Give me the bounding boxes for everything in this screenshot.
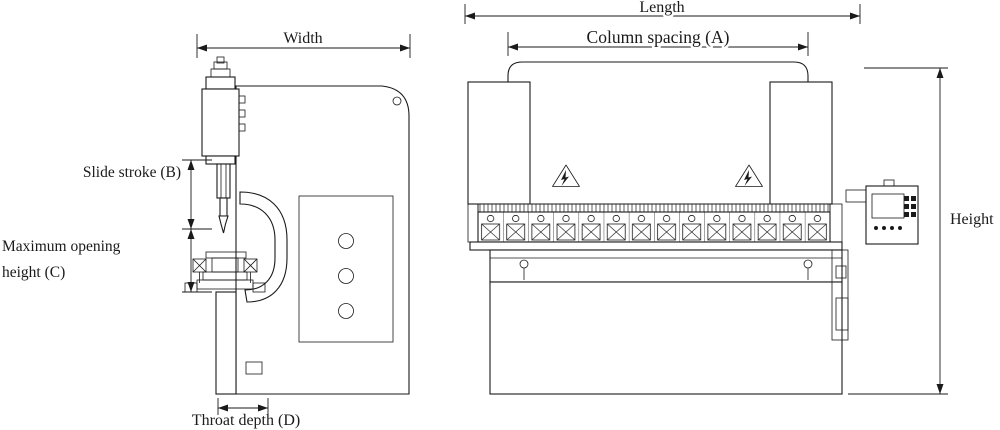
front-lower-plate — [489, 281, 843, 395]
width-label: Width — [283, 30, 322, 47]
clamp-top-rail — [477, 203, 831, 213]
side-access-panel — [298, 195, 394, 343]
column-spacing-dimension: Column spacing (A) — [507, 25, 809, 56]
max-opening-label-line1: Maximum opening — [2, 238, 121, 255]
panel-hole-1 — [338, 233, 354, 249]
left-column — [467, 81, 531, 205]
right-column — [769, 81, 833, 205]
die-rail — [469, 241, 843, 251]
bed-strip — [489, 249, 843, 283]
panel-top-nub — [883, 179, 895, 187]
tool-clamp-row — [477, 211, 831, 243]
panel-hole-2 — [338, 268, 354, 284]
panel-hole-3 — [338, 303, 354, 319]
throat-depth-label: Throat depth (D) — [192, 412, 300, 429]
panel-mount-arm — [845, 189, 867, 203]
panel-housing — [865, 185, 919, 245]
hydraulic-cylinder — [201, 56, 246, 165]
throat-depth-dimension: Throat depth (D) — [192, 398, 300, 429]
slide-stroke-label: Slide stroke (B) — [83, 164, 181, 181]
left-cheek — [467, 203, 479, 243]
side-view: Width Slide stroke (B) Maximum opening h… — [2, 28, 411, 429]
hazard-warning-icon-right — [735, 164, 763, 187]
slide-stroke-dimension: Slide stroke (B) — [83, 159, 212, 230]
side-body-outline — [235, 85, 410, 395]
hazard-warning-icon-left — [552, 164, 580, 187]
length-label: Length — [639, 0, 684, 16]
side-base-slot — [245, 361, 263, 375]
right-side-channel — [831, 249, 849, 341]
throat-support-plate — [215, 291, 237, 395]
punch-tool — [218, 215, 229, 234]
side-body-bolt-hole — [392, 96, 402, 106]
height-dimension: Height — [848, 67, 994, 395]
control-panel — [845, 179, 919, 245]
max-opening-label-line2: height (C) — [2, 264, 65, 281]
bed-bolt-right — [803, 259, 813, 280]
gooseneck-arm — [239, 191, 288, 303]
length-dimension: Length — [464, 0, 861, 24]
ram-slide-and-punch — [216, 163, 231, 234]
front-view: Length Column spacing (A) Height — [464, 0, 994, 395]
width-dimension: Width — [196, 28, 411, 58]
column-spacing-label: Column spacing (A) — [587, 27, 730, 47]
right-cheek — [829, 203, 843, 243]
bed-bolt-left — [519, 259, 529, 280]
panel-indicator-dots — [874, 226, 902, 230]
front-ram-beam — [507, 61, 809, 209]
max-opening-dimension: Maximum opening height (C) — [2, 229, 212, 293]
panel-buttons[interactable] — [904, 196, 916, 217]
height-label: Height — [950, 211, 994, 228]
